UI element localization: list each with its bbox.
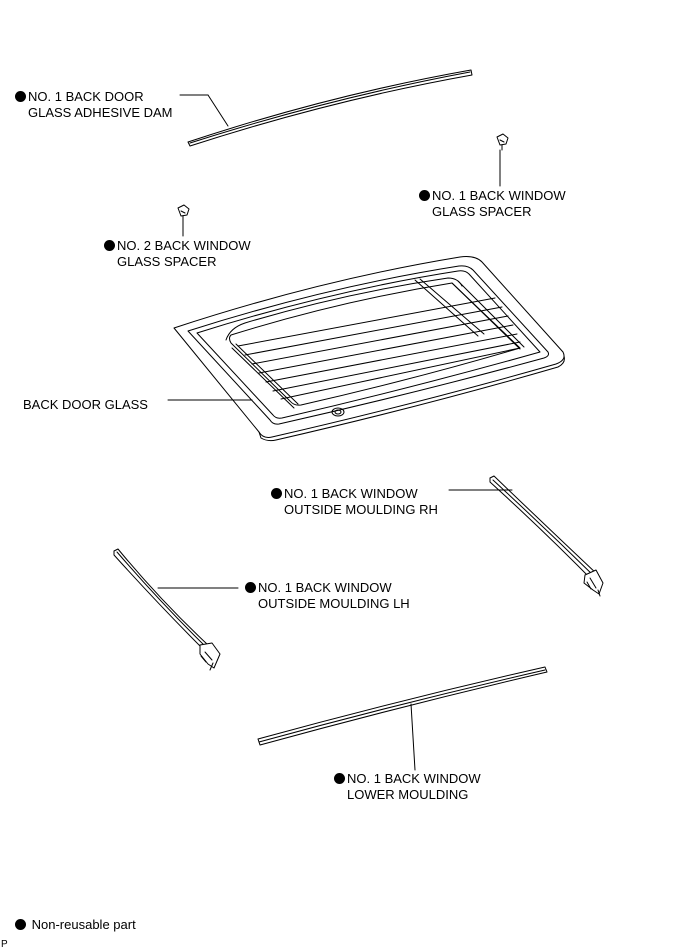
back-door-glass-part xyxy=(167,256,565,442)
back-door-glass-label: BACK DOOR GLASS xyxy=(23,397,148,412)
moulding-rh-label: NO. 1 BACK WINDOW OUTSIDE MOULDING RH xyxy=(271,486,438,518)
moulding-lh-part xyxy=(113,548,239,671)
lower-moulding-leader xyxy=(410,703,416,771)
moulding-lh-label: NO. 1 BACK WINDOW OUTSIDE MOULDING LH xyxy=(245,580,410,612)
spacer-2-part xyxy=(177,204,190,237)
adhesive-dam-leader xyxy=(207,94,229,127)
non-reusable-legend-dot-icon xyxy=(15,919,26,930)
spacer-2-label: NO. 2 BACK WINDOW GLASS SPACER xyxy=(104,238,251,270)
spacer-1-part xyxy=(496,133,509,187)
lower-moulding-label: NO. 1 BACK WINDOW LOWER MOULDING xyxy=(334,771,481,803)
legend: Non-reusable part xyxy=(15,917,136,933)
non-reusable-dot-icon xyxy=(15,91,26,102)
non-reusable-dot-icon xyxy=(245,582,256,593)
lower-moulding-part xyxy=(257,666,548,771)
non-reusable-dot-icon xyxy=(334,773,345,784)
non-reusable-dot-icon xyxy=(104,240,115,251)
non-reusable-dot-icon xyxy=(271,488,282,499)
adhesive-dam-part xyxy=(179,69,473,147)
non-reusable-dot-icon xyxy=(419,190,430,201)
page-code: P xyxy=(1,939,8,950)
adhesive-dam-label: NO. 1 BACK DOOR GLASS ADHESIVE DAM xyxy=(15,89,173,121)
moulding-rh-part xyxy=(448,475,604,597)
spacer-1-label: NO. 1 BACK WINDOW GLASS SPACER xyxy=(419,188,566,220)
